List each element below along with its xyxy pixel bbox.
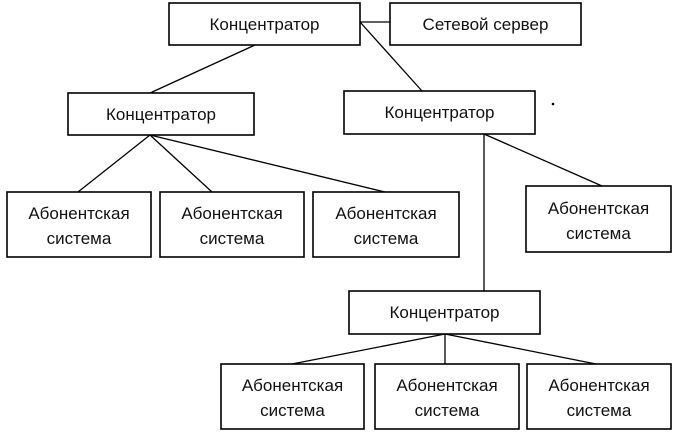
subscriber-system-line1: Абонентская [242, 376, 343, 395]
subscriber-system-line1: Абонентская [396, 376, 497, 395]
edge-hub-right-sub-right [483, 133, 603, 187]
subscriber-system-line1: Абонентская [548, 199, 649, 218]
hub-top-label: Концентратор [210, 15, 320, 34]
edge-hub-left-sub-left-3 [149, 134, 386, 193]
subscriber-system-line2: система [47, 229, 112, 248]
subscriber-system-line1: Абонентская [335, 204, 436, 223]
subscriber-system-line2: система [200, 229, 265, 248]
hub-right-node: Концентратор [343, 90, 536, 135]
edge-hub-top-hub-left [149, 44, 256, 94]
network-server-label: Сетевой сервер [423, 15, 549, 34]
subscriber-system-line2: система [567, 401, 632, 420]
edge-hub-left-sub-left-2 [149, 134, 213, 193]
hub-bottom-node: Концентратор [348, 290, 541, 335]
subscriber-system-bottom-3: Абонентская система [526, 363, 672, 430]
subscriber-system-bottom-2: Абонентская система [374, 363, 520, 430]
subscriber-system-right: Абонентская система [525, 185, 672, 253]
subscriber-system-line2: система [354, 229, 419, 248]
edge-hub-bottom-sub-bottom-3 [444, 333, 597, 365]
edge-hub-left-sub-left-1 [77, 134, 151, 193]
subscriber-system-left-1: Абонентская система [6, 191, 152, 258]
subscriber-system-line1: Абонентская [548, 376, 649, 395]
edge-hub-bottom-sub-bottom-1 [291, 333, 446, 365]
edge-hub-top-hub-right [359, 21, 423, 92]
subscriber-system-left-2: Абонентская система [159, 191, 305, 258]
subscriber-system-line1: Абонентская [28, 204, 129, 223]
network-server-node: Сетевой сервер [389, 2, 582, 46]
connector-lines [77, 21, 603, 365]
subscriber-system-line2: система [415, 401, 480, 420]
hub-left-node: Концентратор [67, 92, 255, 136]
hub-top-node: Концентратор [168, 2, 361, 46]
subscriber-system-left-3: Абонентская система [312, 191, 460, 258]
subscriber-system-line2: система [566, 224, 631, 243]
hub-left-label: Концентратор [106, 105, 216, 124]
subscriber-system-line1: Абонентская [181, 204, 282, 223]
stray-dot [551, 102, 555, 106]
hub-right-label: Концентратор [385, 103, 495, 122]
subscriber-system-line2: система [260, 401, 325, 420]
subscriber-system-bottom-1: Абонентская система [220, 363, 365, 430]
hub-bottom-label: Концентратор [390, 303, 500, 322]
